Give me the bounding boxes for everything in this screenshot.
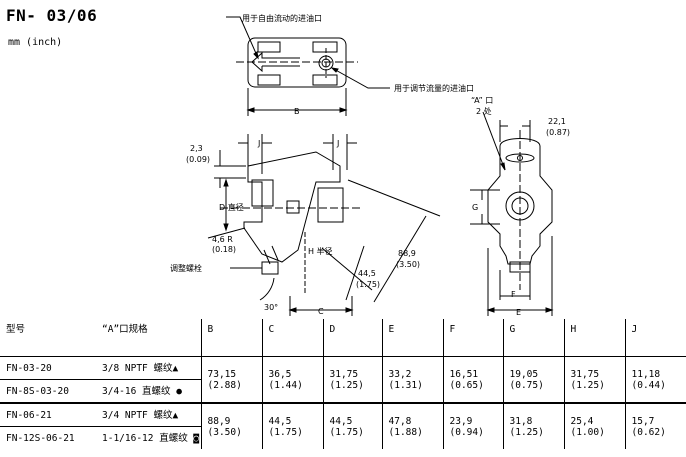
a-port-label: “A” 口 — [471, 96, 493, 105]
value-cell-g: 19,05(0.75) — [502, 356, 564, 403]
value-cell-d: 31,75(1.25) — [322, 356, 382, 403]
dim-2-3-label: 2,3 — [190, 144, 203, 153]
col-header-e: E — [381, 319, 443, 357]
value-cell-j: 11,18(0.44) — [624, 356, 686, 403]
side-view — [207, 134, 441, 316]
dim-3-50-label: (3.50) — [396, 260, 420, 269]
col-header-j: J — [624, 319, 686, 357]
value-cell-g: 31,8(1.25) — [502, 402, 564, 449]
angle-30-label: 30° — [264, 303, 278, 312]
value-cell-h: 31,75(1.25) — [563, 356, 625, 403]
table-header-row: 型号 “A”口规格 B C D E F G H J — [0, 319, 686, 357]
table-row: FN-8S-03-20 3/4-16 直螺纹 ● — [0, 380, 686, 404]
dim-0-87-label: (0.87) — [546, 128, 570, 137]
dim-0-09-label: (0.09) — [186, 155, 210, 164]
col-header-b: B — [200, 319, 262, 357]
model-cell: FN-06-21 — [0, 402, 96, 427]
diameter-d-label: D 直径 — [219, 202, 244, 212]
dim-0-18-label: (0.18) — [212, 245, 236, 254]
dim-44-5-label: 44,5 — [358, 269, 376, 278]
spec-table: 型号 “A”口规格 B C D E F G H J FN-03-20 3/8 N… — [0, 319, 686, 449]
dim-g-label: G — [472, 203, 478, 212]
port-cell: 1-1/16-12 直螺纹 ◙ — [102, 432, 200, 444]
model-cell: FN-12S-06-21 — [6, 432, 75, 444]
dim-f-label: F — [511, 290, 516, 299]
dim-88-9-label: 88,9 — [398, 249, 416, 258]
port-cell: 3/4 NPTF 螺纹▲ — [96, 402, 201, 427]
value-cell-f: 16,51(0.65) — [442, 356, 503, 403]
a-port-count-label: 2 处 — [476, 106, 492, 116]
adjust-screw-label: 调整螺栓 — [170, 263, 202, 273]
value-cell-d: 44,5(1.75) — [322, 402, 382, 449]
metered-port-label: 用于调节流量的进油口 — [394, 83, 474, 93]
table-row: FN-06-21 3/4 NPTF 螺纹▲ 88,9(3.50) 44,5(1.… — [0, 402, 686, 449]
top-view — [226, 16, 390, 116]
port-cell: 3/8 NPTF 螺纹▲ — [96, 356, 201, 380]
col-header-d: D — [322, 319, 382, 357]
radius-h-label: H 半径 — [308, 246, 333, 256]
col-header-model: 型号 — [0, 319, 96, 357]
port-cell: 3/4-16 直螺纹 ● — [102, 385, 182, 397]
model-cell: FN-8S-03-20 — [6, 385, 69, 397]
technical-drawing: 用于自由流动的进油口 用于调节流量的进油口 B 2,3 (0.09) J J D… — [170, 13, 570, 317]
page-title: FN- 03/06 — [6, 6, 98, 25]
table-row: FN-12S-06-21 1-1/16-12 直螺纹 ◙ — [0, 427, 686, 450]
dim-e-label: E — [516, 308, 521, 317]
value-cell-b: 73,15(2.88) — [200, 356, 262, 403]
value-cell-f: 23,9(0.94) — [442, 402, 503, 449]
value-cell-j: 15,7(0.62) — [624, 402, 686, 449]
value-cell-c: 36,5(1.44) — [261, 356, 323, 403]
value-cell-h: 25,4(1.00) — [563, 402, 625, 449]
dim-b-label: B — [294, 107, 300, 116]
value-cell-e: 33,2(1.31) — [381, 356, 443, 403]
value-cell-e: 47,8(1.88) — [381, 402, 443, 449]
col-header-h: H — [563, 319, 625, 357]
col-header-f: F — [442, 319, 503, 357]
col-header-c: C — [261, 319, 323, 357]
dim-j-label-right: J — [336, 139, 339, 148]
front-view — [470, 111, 554, 316]
units-label: mm (inch) — [8, 37, 63, 48]
dim-1-75-label: (1.75) — [356, 280, 380, 289]
model-cell: FN-03-20 — [0, 356, 96, 380]
dim-c-label: C — [318, 307, 324, 316]
value-cell-b: 88,9(3.50) — [200, 402, 262, 449]
dim-22-1-label: 22,1 — [548, 117, 566, 126]
table-row: FN-03-20 3/8 NPTF 螺纹▲ 73,15(2.88) 36,5(1… — [0, 356, 686, 403]
dim-4-6-label: 4,6 R — [212, 235, 233, 244]
col-header-g: G — [502, 319, 564, 357]
value-cell-c: 44,5(1.75) — [261, 402, 323, 449]
dim-j-label: J — [257, 139, 260, 148]
free-flow-port-label: 用于自由流动的进油口 — [242, 13, 322, 23]
col-header-port: “A”口规格 — [96, 319, 201, 357]
